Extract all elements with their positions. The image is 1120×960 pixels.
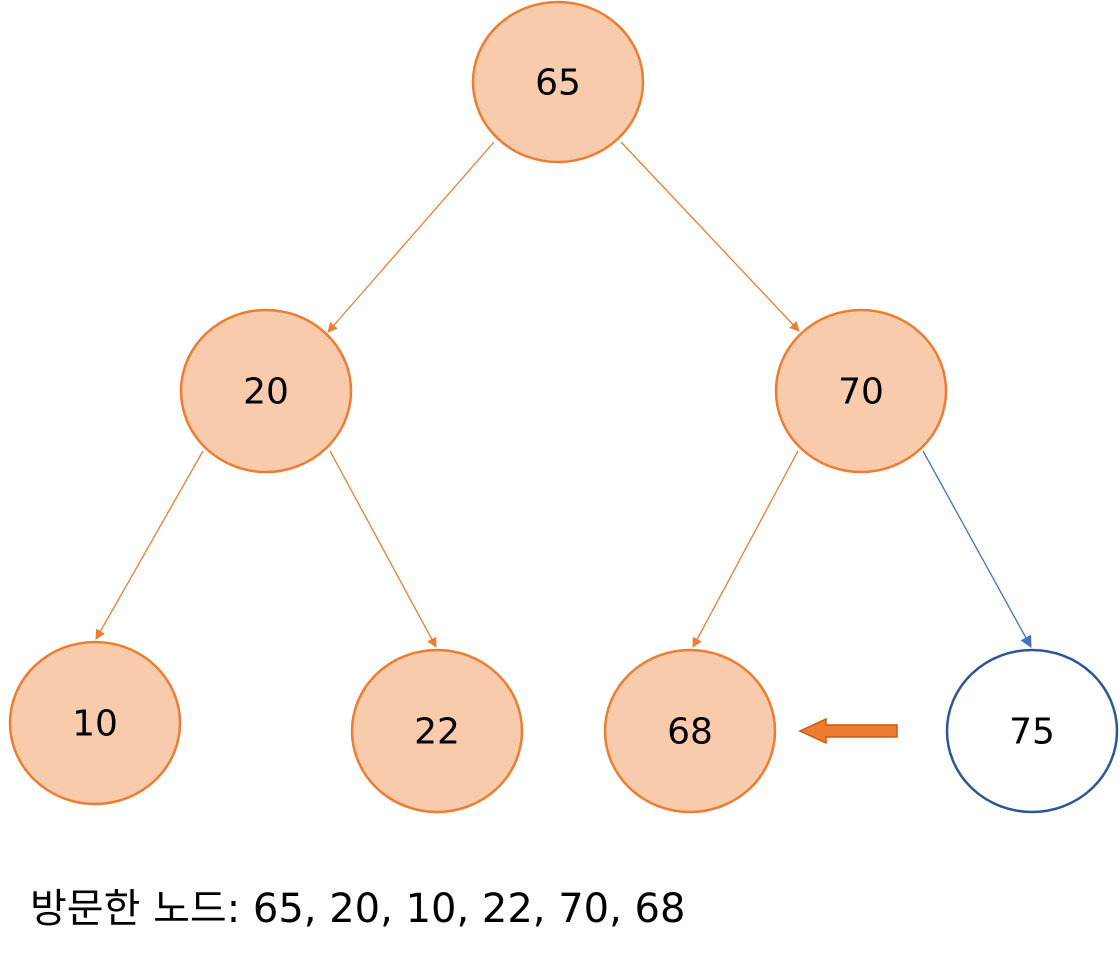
edge-70-75 [922, 450, 1032, 649]
node-75-circle [945, 648, 1119, 814]
node-65-label: 65 [535, 63, 581, 104]
edge-20-22 [329, 450, 437, 648]
node-65-circle [471, 0, 645, 164]
node-10-circle [8, 640, 182, 806]
node-70: 70 [774, 308, 948, 474]
pointer-arrow-icon [798, 717, 898, 745]
node-20-circle [179, 308, 353, 474]
node-68: 68 [603, 648, 777, 814]
node-20-label: 20 [243, 372, 289, 413]
edge-70-68 [692, 450, 799, 648]
node-22-circle [350, 648, 524, 814]
node-10-label: 10 [72, 704, 118, 745]
node-75: 75 [945, 648, 1119, 814]
node-68-circle [603, 648, 777, 814]
visited-caption-prefix: 방문한 노드: [30, 886, 253, 932]
visited-nodes-caption: 방문한 노드: 65, 20, 10, 22, 70, 68 [30, 876, 685, 934]
edge-65-20 [327, 141, 495, 333]
node-75-label: 75 [1009, 712, 1055, 753]
node-20: 20 [179, 308, 353, 474]
edge-65-70 [620, 141, 800, 332]
node-68-label: 68 [667, 712, 713, 753]
node-10: 10 [8, 640, 182, 806]
visited-caption-sequence: 65, 20, 10, 22, 70, 68 [252, 886, 686, 932]
node-65: 65 [471, 0, 645, 164]
edge-20-10 [95, 450, 204, 640]
node-22-label: 22 [414, 712, 460, 753]
node-70-circle [774, 308, 948, 474]
node-22: 22 [350, 648, 524, 814]
node-70-label: 70 [838, 372, 884, 413]
